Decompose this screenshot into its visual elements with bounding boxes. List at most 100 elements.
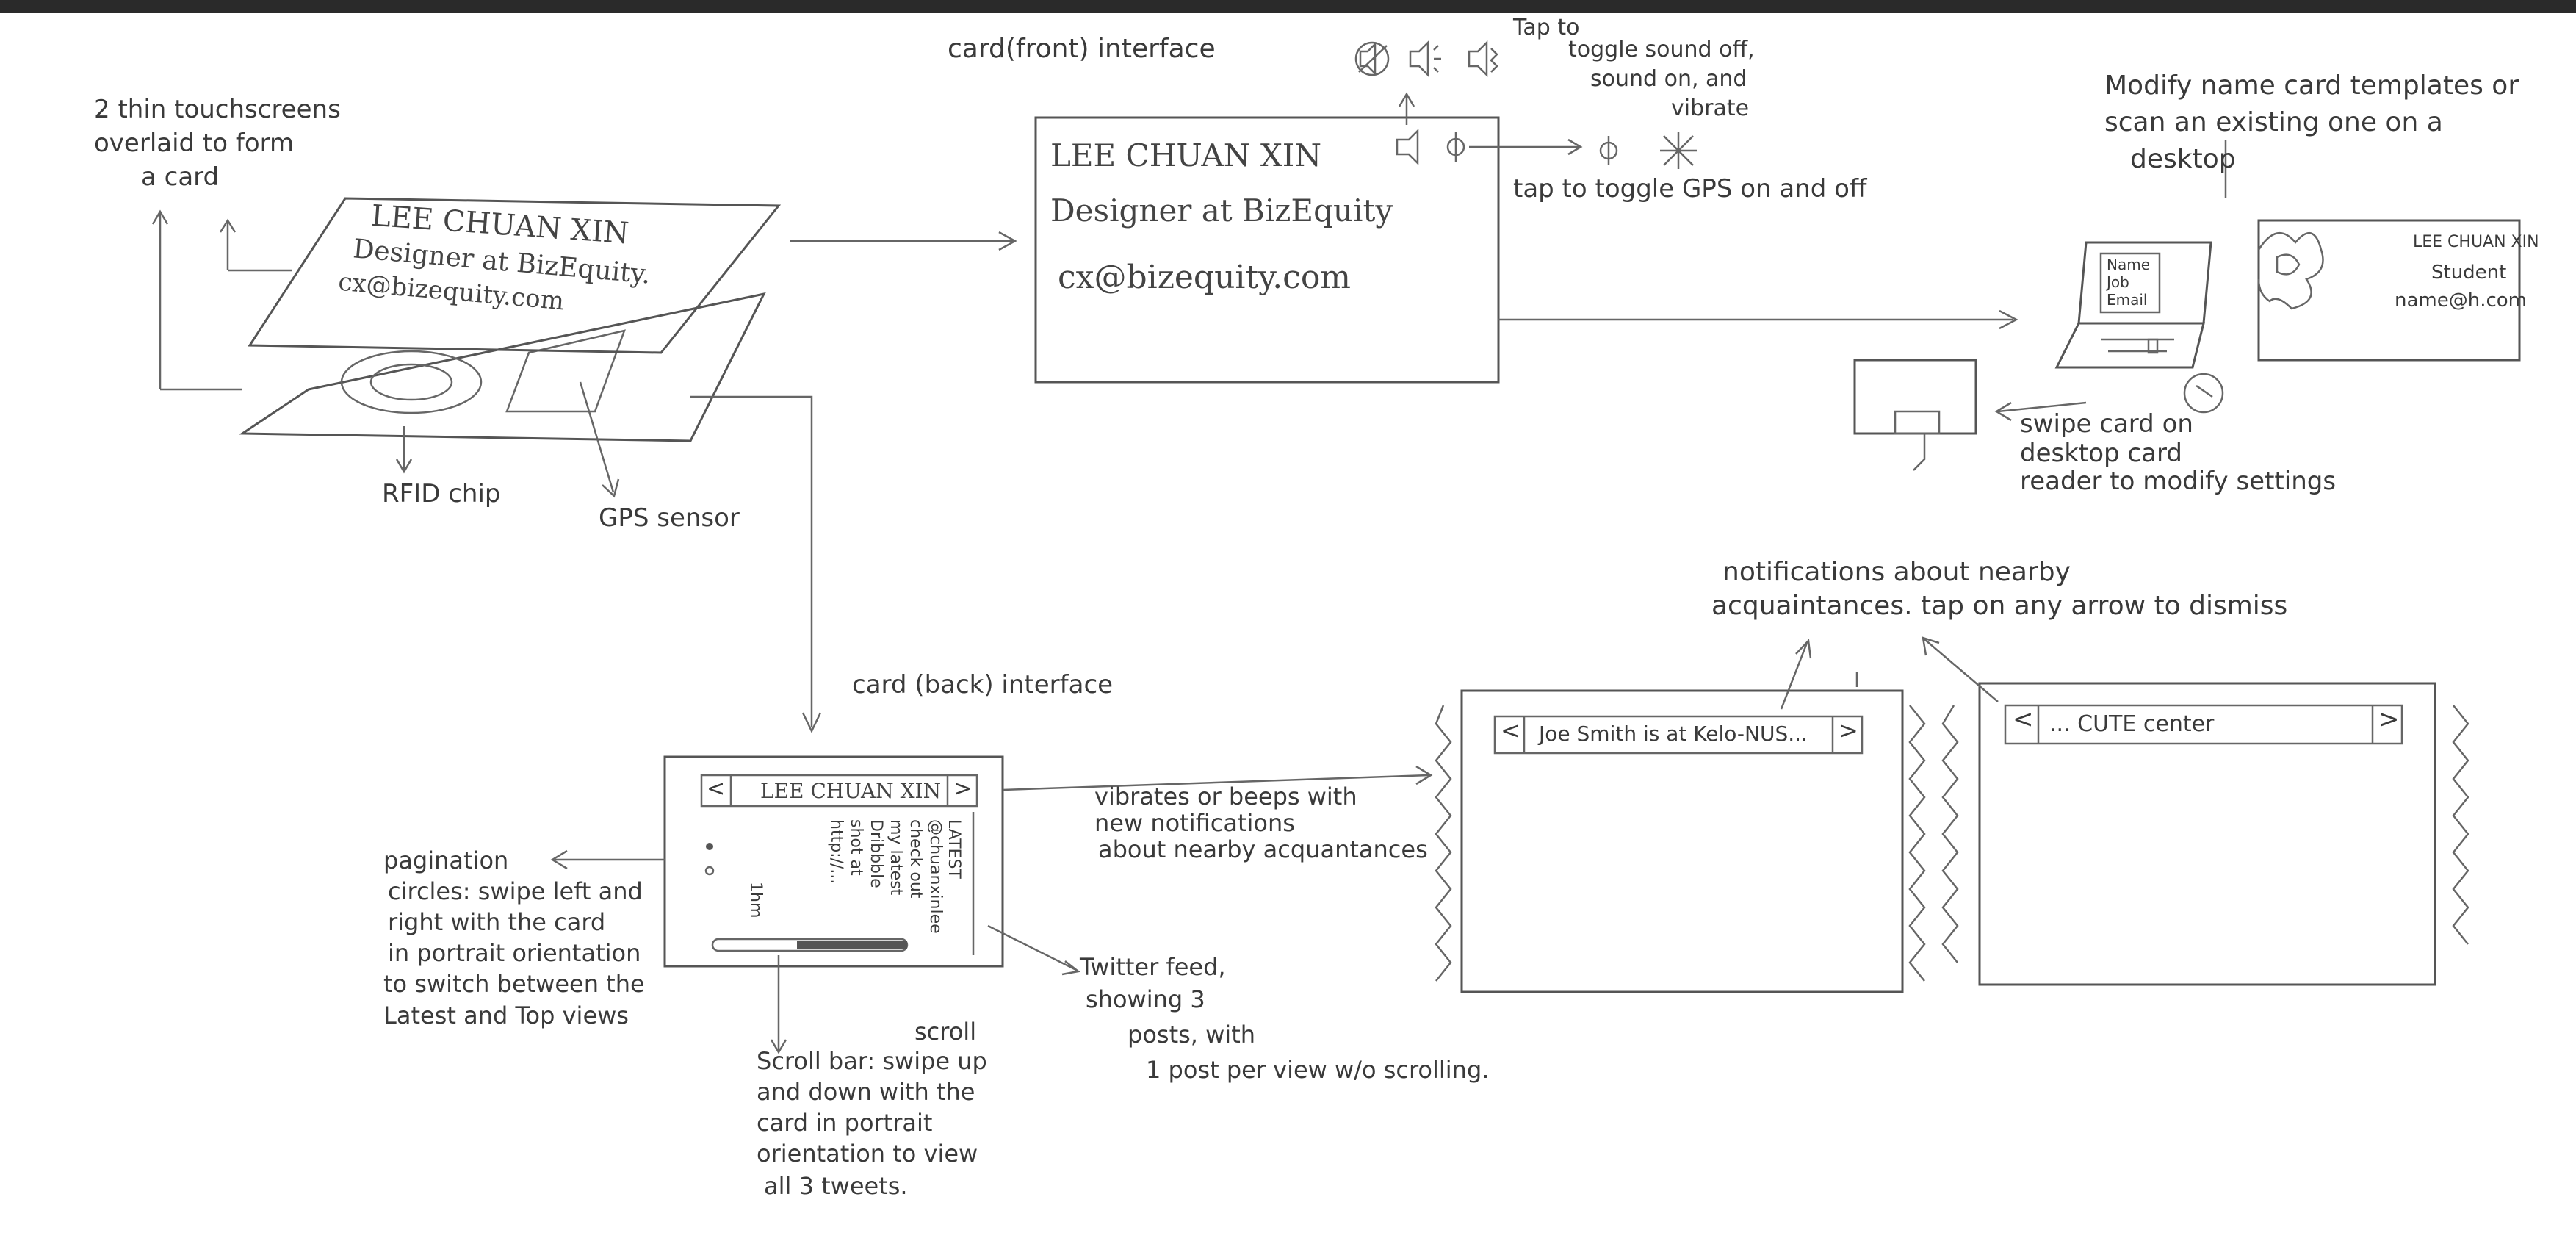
gps-on-icon <box>1599 136 1618 165</box>
front-card-email: cx@bizequity.com <box>1058 259 1352 296</box>
back-card-next-button[interactable]: > <box>953 776 973 802</box>
back-card-frame <box>663 755 1004 968</box>
annotation-twitter-2: showing 3 <box>1086 985 1205 1013</box>
notification-screen-1 <box>1460 689 1904 993</box>
card-stack <box>239 197 782 442</box>
annotation-pagination-2: circles: swipe left and <box>388 877 643 905</box>
pagination-dot[interactable] <box>704 866 715 876</box>
arrow-to-twitter <box>987 924 1077 971</box>
annotation-pagination-1: pagination <box>383 846 509 874</box>
arrow-head <box>998 231 1017 251</box>
annotation-pagination-3: right with the card <box>388 908 606 936</box>
annotation-twitter-4: 1 post per view w/o scrolling. <box>1146 1056 1490 1084</box>
notification-1-prev-button[interactable]: < <box>1501 716 1520 744</box>
card-top-layer <box>248 197 782 354</box>
annotation-swipe-1: swipe card on <box>2020 409 2193 439</box>
annotation-modify-1: Modify name card templates or <box>2104 71 2519 101</box>
annotation-scroll-2: Scroll bar: swipe up <box>757 1047 987 1075</box>
back-card-name: LEE CHUAN XIN <box>760 779 942 803</box>
notification-2-text: ... CUTE center <box>2049 711 2215 737</box>
annotation-gps-toggle: tap to toggle GPS on and off <box>1513 174 1867 204</box>
annotation-pagination-4: in portrait orientation <box>388 939 641 967</box>
annotation-notifications-2: acquaintances. tap on any arrow to dismi… <box>1711 591 2288 621</box>
annotation-touchscreens-1: 2 thin touchscreens <box>94 95 341 124</box>
annotation-twitter-1: Twitter feed, <box>1080 953 1226 981</box>
sound-off-icon <box>1354 41 1390 76</box>
card-reader-icon <box>1853 359 1977 471</box>
annotation-modify-3: desktop <box>2130 144 2236 174</box>
tweet-line: shot at <box>847 819 865 876</box>
template-card-name: LEE CHUAN XIN <box>2413 233 2539 251</box>
laptop-screen-form <box>2099 252 2161 314</box>
arrow-head <box>770 1039 787 1054</box>
notification-bar-2 <box>2004 704 2403 745</box>
annotation-modify-2: scan an existing one on a <box>2104 107 2443 137</box>
back-card-header <box>700 774 978 808</box>
notification-1-text: Joe Smith is at Kelo-NUS... <box>1539 722 1808 746</box>
annotation-rfid: RFID chip <box>382 479 501 508</box>
tweet-line: 1hm <box>746 882 765 918</box>
annotation-pagination-5: to switch between the <box>383 970 645 998</box>
scroll-thumb[interactable] <box>797 941 907 949</box>
annotation-sound-2: toggle sound off, <box>1568 37 1755 62</box>
arrow-from-notification-label <box>1780 642 1808 710</box>
notification-screen-2 <box>1978 682 2436 986</box>
back-card-prev-button[interactable]: < <box>707 776 726 802</box>
arrow-head <box>1415 765 1433 785</box>
annotation-swipe-3: reader to modify settings <box>2020 467 2337 496</box>
zigzag-edge <box>1435 705 1452 982</box>
template-card-pattern <box>2257 231 2324 310</box>
notification-bar-1 <box>1493 715 1864 755</box>
back-card-tab-latest[interactable]: LATEST <box>945 819 963 879</box>
annotation-scroll-1: scroll <box>914 1018 977 1046</box>
arrow-from-notification-label <box>1924 639 1999 702</box>
tweet-line: http://... <box>827 819 845 885</box>
annotation-sound-4: vibrate <box>1671 96 1750 121</box>
annotation-vibrates-3: about nearby acquantances <box>1098 835 1428 863</box>
notification-2-prev-button[interactable]: < <box>2013 705 2034 734</box>
annotation-swipe-2: desktop card <box>2020 439 2182 468</box>
sound-on-icon <box>1409 40 1441 78</box>
rfid-chip-inner <box>369 363 453 401</box>
arrow-head <box>1994 401 2012 422</box>
annotation-sound-3: sound on, and <box>1590 66 1747 92</box>
front-card-frame <box>1034 116 1500 384</box>
arrow-head <box>602 478 620 498</box>
gps-off-icon <box>1660 132 1697 169</box>
arrow-to-notifications <box>1002 774 1429 791</box>
template-card-role: Student <box>2431 262 2507 284</box>
arrow-to-reader <box>1997 401 2087 413</box>
annotation-scroll-5: orientation to view <box>757 1140 978 1168</box>
tweet-line: Dribbble <box>867 819 885 888</box>
sound-toggle-icon <box>1396 128 1419 166</box>
vibrate-icon <box>1468 40 1498 78</box>
arrow-head <box>395 459 413 474</box>
front-card-title: Designer at BizEquity <box>1050 193 1393 229</box>
zigzag-edge <box>2452 705 2469 945</box>
annotation-front-interface: card(front) interface <box>948 34 1216 64</box>
arrow-to-back <box>690 395 813 727</box>
template-card-frame <box>2257 219 2521 362</box>
annotation-sound-1: Tap to <box>1513 15 1580 40</box>
tweet-line: check out <box>906 819 925 899</box>
annotation-touchscreens-2: overlaid to form <box>94 129 295 158</box>
arrow-head <box>1795 639 1812 659</box>
tweet-line: my latest <box>887 819 905 896</box>
notification-1-next-button[interactable]: > <box>1839 716 1858 744</box>
pagination-dot-active[interactable] <box>706 843 713 850</box>
laptop-icon <box>2054 241 2224 414</box>
tweet-line: @chuanxinlee <box>926 819 945 934</box>
arrow-head <box>1922 636 1940 656</box>
annotation-back-interface: card (back) interface <box>852 670 1114 700</box>
annotation-scroll-4: card in portrait <box>757 1109 933 1137</box>
arrow-gps <box>579 381 615 493</box>
annotation-scroll-6: all 3 tweets. <box>764 1172 908 1200</box>
gps-sensor-shape <box>505 329 626 413</box>
template-card-email: name@h.com <box>2395 290 2528 312</box>
notification-2-next-button[interactable]: > <box>2378 705 2400 734</box>
arrow-head <box>151 209 169 225</box>
rfid-chip-shape <box>340 350 483 414</box>
arrow-head <box>1061 960 1080 976</box>
zigzag-edge <box>1941 705 1959 963</box>
